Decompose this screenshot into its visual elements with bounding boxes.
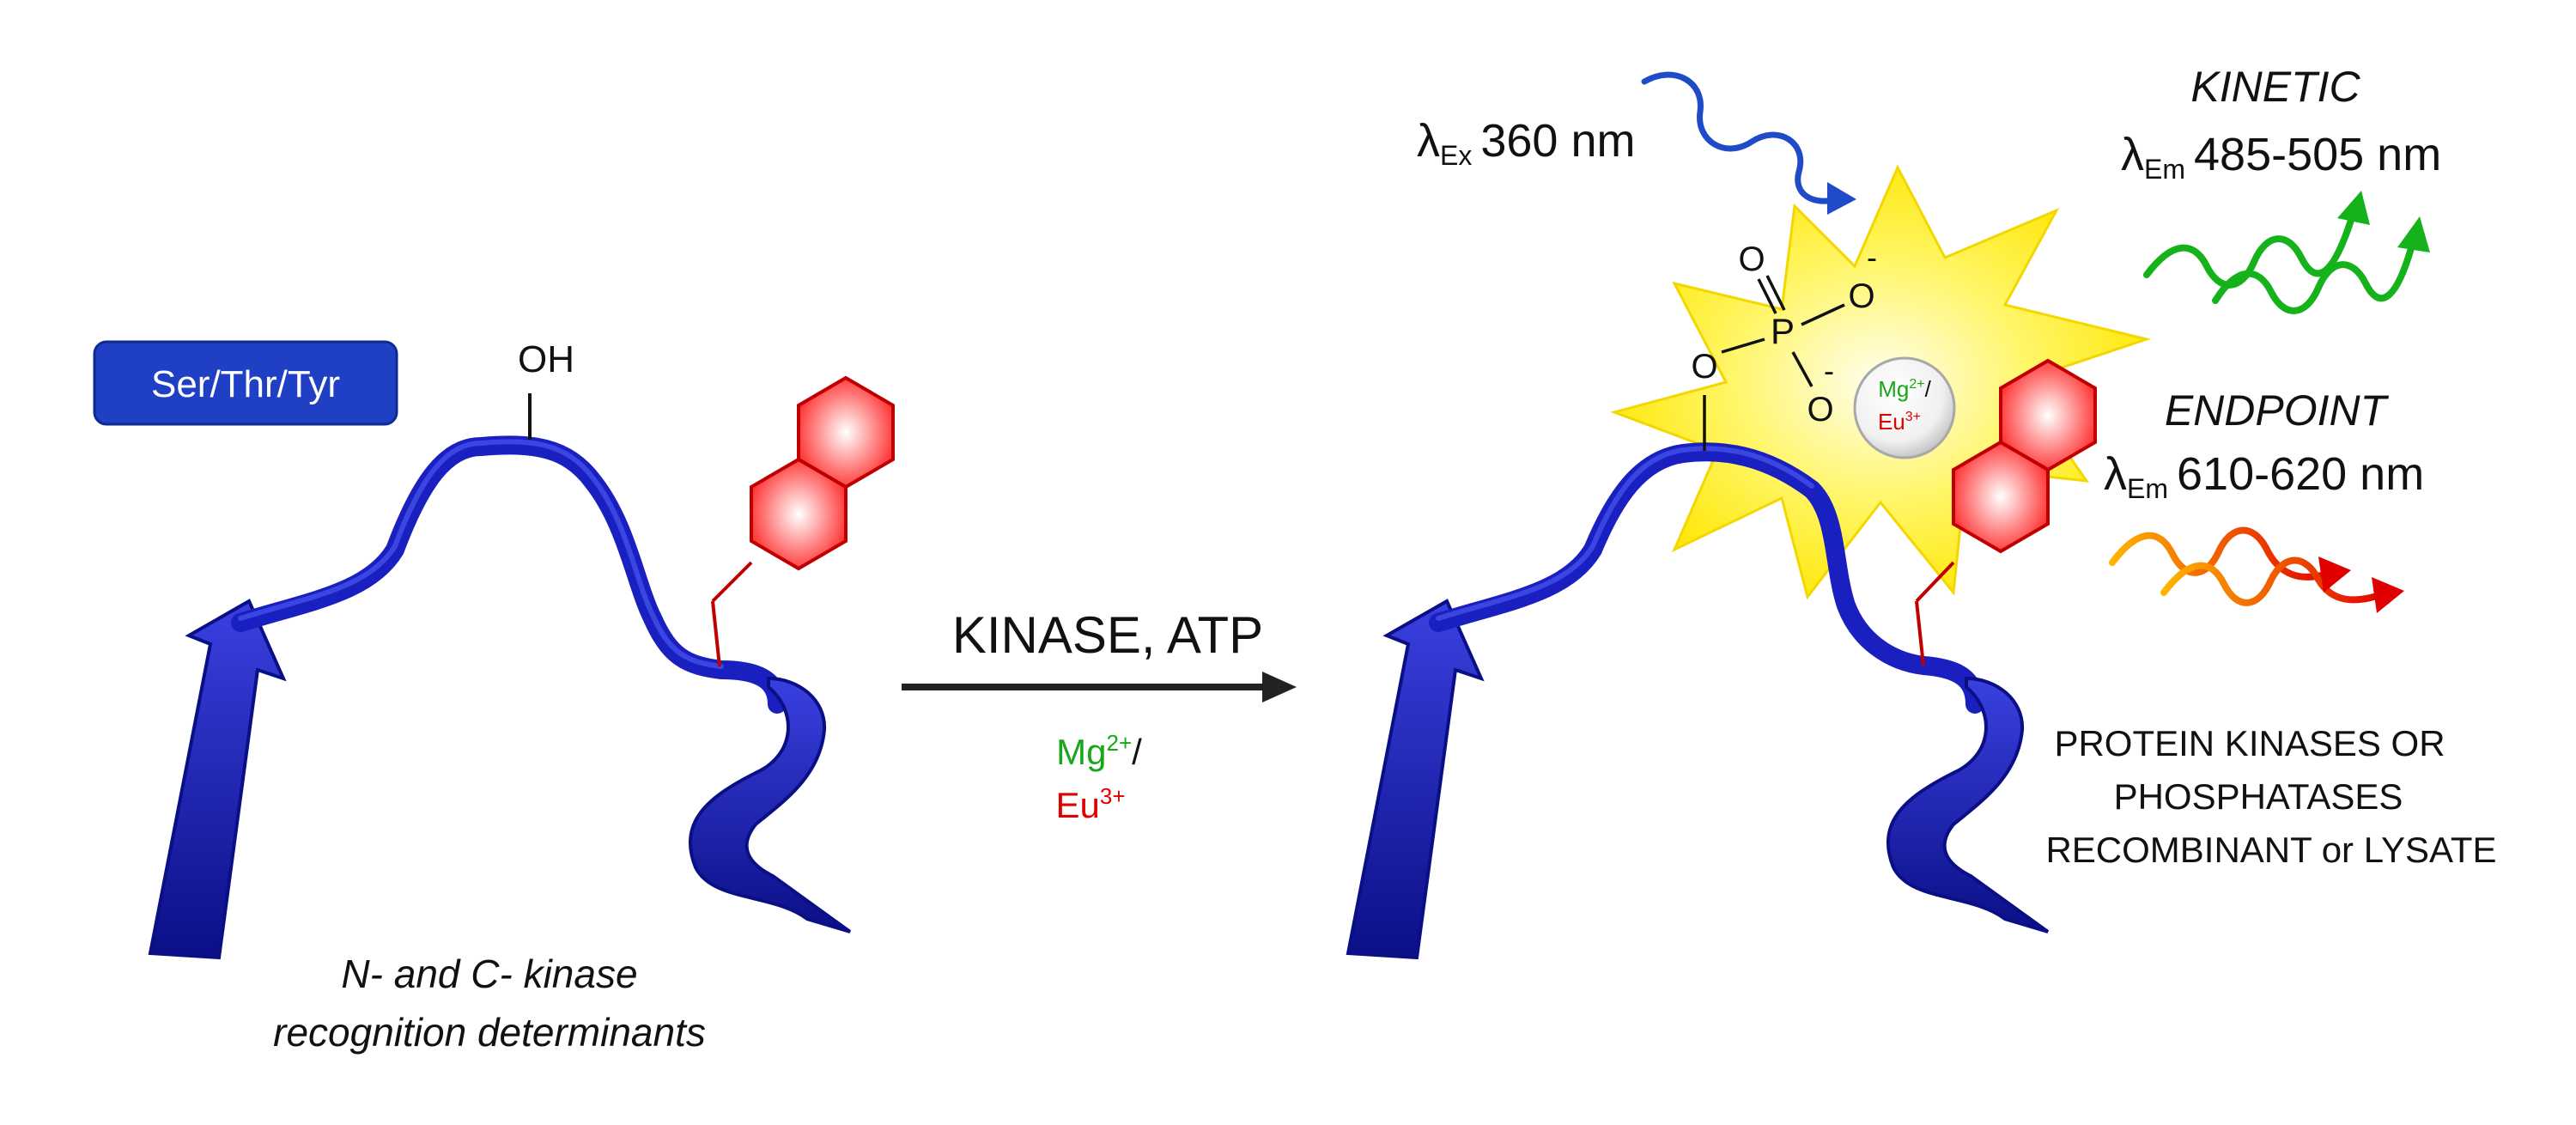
phosphate-o-right: O	[1848, 277, 1874, 315]
metal-complex-mg: Mg2+/	[1878, 376, 1931, 402]
phosphate-p: P	[1771, 311, 1795, 351]
left-peptide-ribbon	[148, 435, 852, 960]
right-fluorophore	[1915, 358, 2097, 666]
right-caption-line1: PROTEIN KINASES OR	[2054, 723, 2445, 763]
left-fluorophore	[711, 375, 895, 667]
left-caption-line1: N- and C- kinase	[341, 952, 637, 996]
phosphate-o-link: O	[1691, 348, 1717, 386]
metal-complex-eu: Eu3+	[1878, 409, 1921, 435]
endpoint-emission-waves	[2109, 526, 2404, 613]
right-peptide-ribbon	[1346, 442, 2050, 960]
phosphate-charge-1: -	[1867, 240, 1877, 275]
reaction-cofactor-mg: Mg2+/	[1056, 730, 1142, 772]
excitation-wave	[1641, 71, 1856, 215]
reaction-arrow: KINASE, ATP Mg2+/ Eu3+	[902, 606, 1297, 825]
phosphate-group: O P O O - O -	[1691, 240, 1877, 451]
phosphate-o-bottom: O	[1807, 391, 1833, 429]
kinetic-emission-waves	[2143, 191, 2430, 314]
metal-complex-sphere: Mg2+/ Eu3+	[1853, 356, 1956, 459]
residue-badge-label: Ser/Thr/Tyr	[151, 363, 340, 405]
reaction-label: KINASE, ATP	[952, 606, 1263, 664]
phosphate-charge-2: -	[1824, 353, 1834, 388]
right-caption-line3: RECOMBINANT or LYSATE	[2045, 830, 2496, 870]
left-caption-line2: recognition determinants	[273, 1010, 706, 1055]
kinetic-title: KINETIC	[2190, 63, 2360, 111]
right-caption-line2: PHOSPHATASES	[2114, 776, 2403, 817]
residue-badge: Ser/Thr/Tyr	[93, 340, 398, 426]
reaction-cofactor-eu: Eu3+	[1055, 783, 1125, 825]
phosphate-o-top: O	[1738, 240, 1765, 278]
hydroxyl-label: OH	[518, 338, 574, 380]
endpoint-title: ENDPOINT	[2165, 386, 2390, 435]
